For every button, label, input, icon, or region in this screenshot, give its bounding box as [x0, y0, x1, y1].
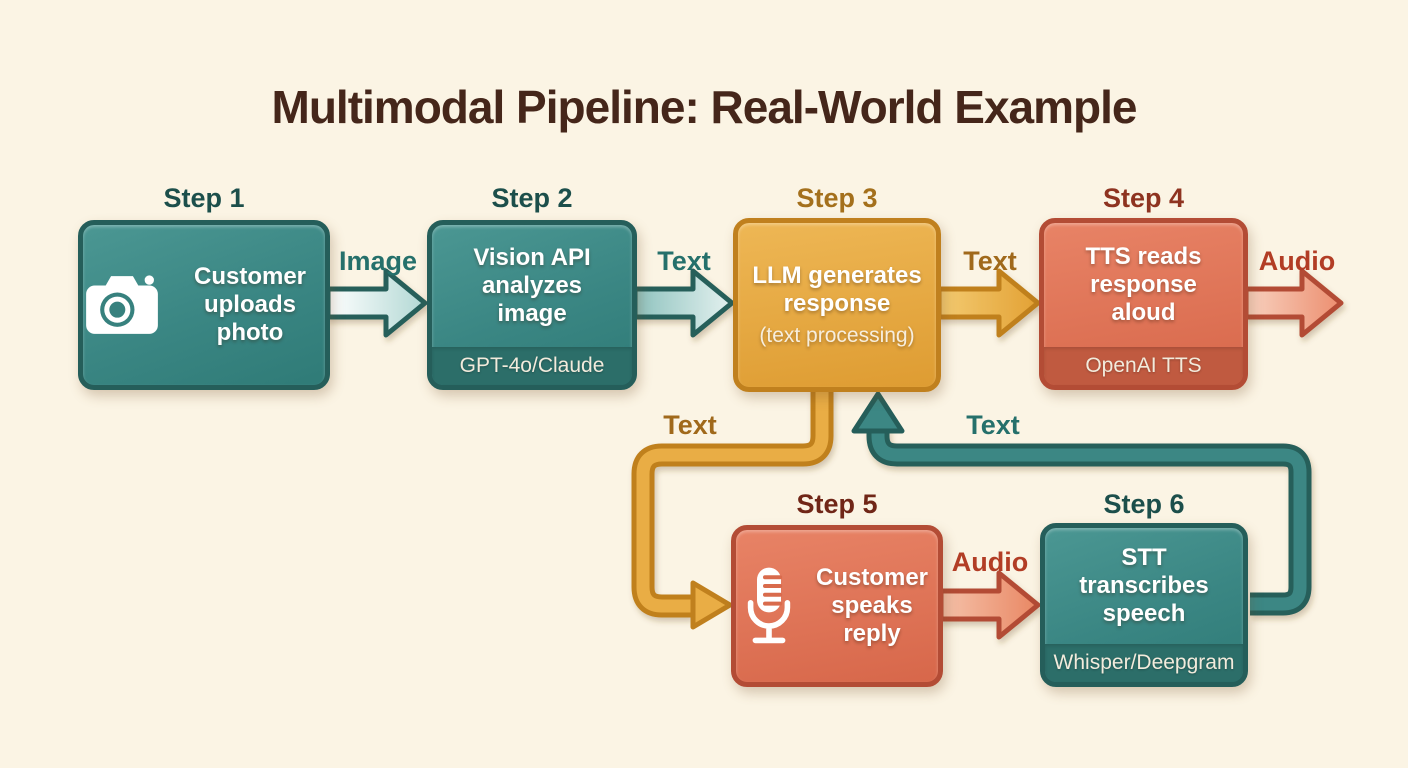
page-title: Multimodal Pipeline: Real-World Example: [271, 81, 1138, 133]
arrow-step5-step6: [938, 570, 1041, 640]
flow-label-audio-5-6: Audio: [951, 547, 1029, 577]
arrow-step3-step4: [936, 268, 1041, 338]
step-3-label: Step 3: [796, 183, 878, 213]
step-1-label: Step 1: [163, 183, 245, 213]
step-4-box: TTS reads response aloud OpenAI TTS: [1039, 218, 1248, 390]
step-2-box: Vision API analyzes image GPT-4o/Claude: [427, 220, 637, 390]
step-4-label: Step 4: [1102, 183, 1185, 213]
step-5-box: Customer speaks reply: [731, 525, 943, 687]
arrow-step1-step2: [325, 268, 428, 338]
step-3-text: LLM generates response: [752, 261, 922, 317]
step-6-model: Whisper/Deepgram: [1053, 651, 1235, 674]
step-4-text: TTS reads response aloud: [1085, 243, 1202, 326]
step-5-label: Step 5: [796, 489, 878, 519]
step-6-label: Step 6: [1103, 489, 1185, 519]
flow-label-text-3-5: Text: [663, 410, 717, 440]
step-3-note: (text processing): [759, 323, 915, 347]
step-1-text: Customer uploads photo: [193, 263, 307, 346]
flow-label-text-3-4: Text: [963, 246, 1017, 276]
step-2-model: GPT-4o/Claude: [459, 354, 605, 377]
step-5-text: Customer speaks reply: [815, 564, 929, 647]
step-6-box: STT transcribes speech Whisper/Deepgram: [1040, 523, 1248, 687]
flow-label-text-6-3: Text: [966, 410, 1020, 440]
step-2-text: Vision API analyzes image: [473, 244, 591, 327]
step-3-box: LLM generates response (text processing): [733, 218, 941, 392]
step-6-text: STT transcribes speech: [1079, 544, 1209, 627]
flow-label-audio-out: Audio: [1258, 246, 1336, 276]
arrow-step4-output: [1243, 268, 1344, 338]
flow-label-text-2-3: Text: [657, 246, 711, 276]
step-4-model-strip: OpenAI TTS: [1044, 347, 1243, 385]
step-1-box: Customer uploads photo: [78, 220, 330, 390]
flow-label-image: Image: [338, 246, 418, 276]
step-4-model: OpenAI TTS: [1085, 354, 1202, 377]
connector-step6-step3: [851, 391, 1312, 616]
step-2-label: Step 2: [491, 183, 573, 213]
connector-step3-step5: [631, 386, 834, 630]
arrow-step2-step3: [632, 268, 735, 338]
step-6-model-strip: Whisper/Deepgram: [1045, 644, 1243, 682]
camera-icon: [86, 275, 158, 334]
step-2-model-strip: GPT-4o/Claude: [432, 347, 632, 385]
microphone-icon: [747, 567, 791, 644]
